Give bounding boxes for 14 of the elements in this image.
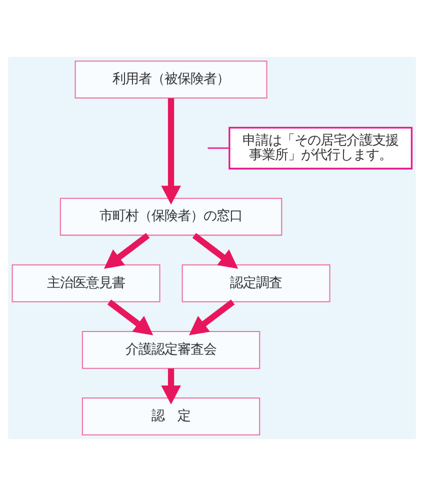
arrow (104, 232, 150, 269)
node-box: 申請は「その居宅介護支援事業所」が代行します。 (228, 126, 413, 170)
node-box: 認 定 (82, 398, 260, 436)
arrow (161, 368, 181, 404)
node-box: 市町村（保険者）の窓口 (60, 198, 282, 236)
arrow (107, 300, 154, 336)
node-box: 主治医意見書 (12, 264, 160, 302)
node-box: 介護認定審査会 (82, 330, 260, 369)
arrow (192, 232, 238, 269)
node-box: 利用者（被保険者） (74, 60, 268, 98)
arrow (188, 300, 235, 336)
node-box: 認定調査 (182, 264, 330, 302)
connector (208, 147, 230, 149)
arrow (161, 98, 181, 205)
